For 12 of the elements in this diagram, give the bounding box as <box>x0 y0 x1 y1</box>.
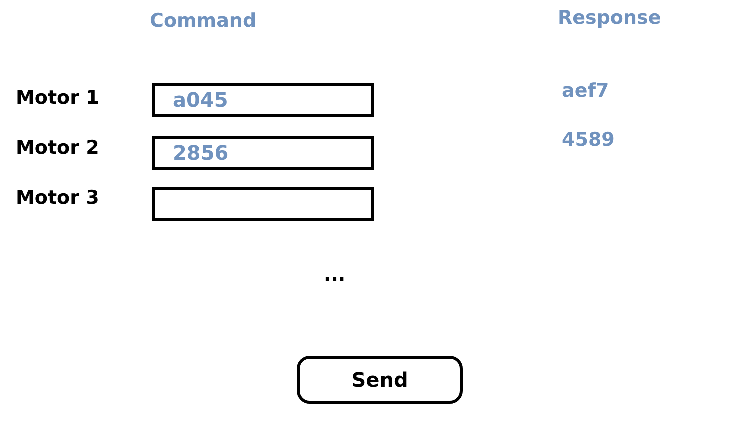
column-heading: Response <box>558 7 662 29</box>
input-field: 2856 <box>152 136 374 170</box>
ellipsis: ... <box>324 264 346 286</box>
response-value: aef7 <box>562 80 610 102</box>
input-field: a045 <box>152 83 374 117</box>
input-field <box>152 187 374 221</box>
column-heading: Command <box>150 10 257 32</box>
row-label: Motor 1 <box>16 87 100 109</box>
row-label: Motor 2 <box>16 137 100 159</box>
response-value: 4589 <box>562 129 615 151</box>
row-label: Motor 3 <box>16 187 100 209</box>
send-button: Send <box>297 356 463 404</box>
